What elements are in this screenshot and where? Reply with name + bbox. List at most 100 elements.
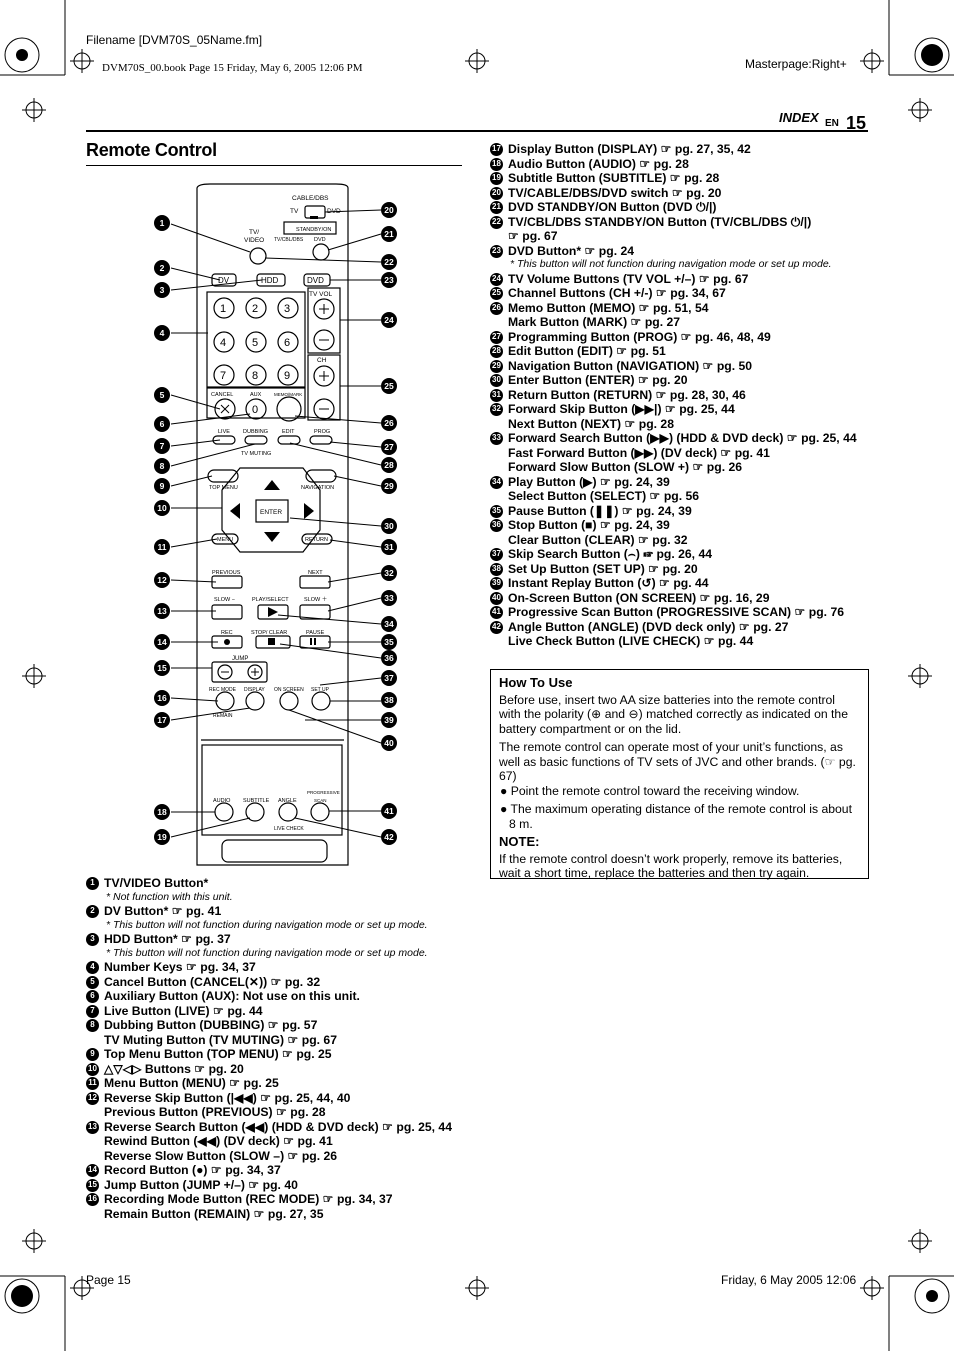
item-number-badge: 8 [86, 1019, 99, 1032]
item-number-badge: 36 [490, 519, 503, 532]
item-number-badge: 31 [490, 388, 503, 402]
item-text: Navigation Button (NAVIGATION) ☞ pg. 50 [508, 358, 753, 373]
callout-33: 33 [381, 590, 397, 606]
key-4: 4 [220, 337, 226, 349]
callout-38: 38 [381, 692, 397, 708]
item-number-badge: 10 [86, 1062, 99, 1076]
list-item: 6 Auxiliary Button (AUX): Not use on this… [86, 989, 464, 1004]
item-text: Reverse Skip Button (|◀◀) ☞ pg. 25, 44, … [104, 1090, 351, 1105]
item-text: Jump Button (JUMP +/–) ☞ pg. 40 [104, 1177, 298, 1192]
item-number-badge: 25 [490, 287, 503, 300]
masterpage-label: Masterpage:Right+ [745, 57, 847, 71]
callout-24: 24 [381, 312, 397, 328]
lbl-rec: REC [221, 630, 233, 636]
item-number-badge: 42 [490, 620, 503, 634]
item-number-badge: 28 [490, 345, 503, 358]
item-text: Recording Mode Button (REC MODE) ☞ pg. 3… [104, 1192, 393, 1206]
item-text: Auxiliary Button (AUX): Not use on this … [104, 989, 360, 1003]
item-number-badge: 9 [86, 1048, 99, 1061]
header-rule [86, 130, 868, 132]
item-number-badge: 3 [86, 933, 99, 946]
callout-22: 22 [381, 254, 397, 270]
item-line2: Fast Forward Button (▶▶) (DV deck) ☞ pg.… [508, 445, 770, 460]
lbl-edit: EDIT [282, 429, 295, 435]
lbl-live-check: LIVE CHECK [274, 826, 304, 832]
item-text: Programming Button (PROG) ☞ pg. 46, 48, … [508, 329, 771, 344]
item-text: Enter Button (ENTER) ☞ pg. 20 [508, 373, 688, 387]
item-note: * This button will not function during n… [106, 918, 428, 931]
lbl-enter: ENTER [260, 509, 282, 516]
callout-3: 3 [154, 282, 170, 298]
lbl-cable-dbs: CABLE/DBS [292, 195, 329, 202]
item-line2: TV Muting Button (TV MUTING) ☞ pg. 67 [104, 1032, 337, 1047]
item-line2: Previous Button (PREVIOUS) ☞ pg. 28 [104, 1105, 326, 1119]
lbl-remain: REMAIN [213, 713, 233, 719]
item-text: Dubbing Button (DUBBING) ☞ pg. 57 [104, 1018, 318, 1032]
item-line3: Reverse Slow Button (SLOW –) ☞ pg. 26 [104, 1148, 338, 1163]
item-text: Record Button (●) ☞ pg. 34, 37 [104, 1163, 281, 1177]
lbl-tv-video: TV/ [249, 229, 259, 236]
item-text: Return Button (RETURN) ☞ pg. 28, 30, 46 [508, 387, 746, 402]
lbl-progressive: PROGRESSIVE [307, 790, 340, 795]
section-label: INDEX [779, 110, 819, 125]
how-to-use-bullet-1: ● Point the remote control toward the re… [500, 783, 800, 798]
item-line2: Rewind Button (◀◀) (DV deck) ☞ pg. 41 [104, 1134, 333, 1148]
item-number-badge: 24 [490, 272, 503, 286]
item-text: Angle Button (ANGLE) (DVD deck only) ☞ p… [508, 619, 789, 634]
callout-23: 23 [381, 272, 397, 288]
item-number-badge: 23 [490, 244, 503, 258]
item-text: Forward Skip Button (▶▶|) ☞ pg. 25, 44 [508, 402, 735, 416]
lbl-jump: JUMP [232, 656, 248, 662]
lbl-dvd: DVD [307, 276, 324, 285]
item-text: HDD Button* ☞ pg. 37 [104, 932, 231, 946]
callout-41: 41 [381, 803, 397, 819]
item-number-badge: 34 [490, 475, 503, 489]
callout-42: 42 [381, 829, 397, 845]
page-title: Remote Control [86, 140, 217, 160]
item-text: Number Keys ☞ pg. 34, 37 [104, 960, 256, 974]
item-text: DVD Button* ☞ pg. 24 [508, 243, 635, 258]
lbl-cancel: CANCEL [211, 392, 233, 398]
item-text: △▽◁▷ Buttons ☞ pg. 20 [104, 1061, 244, 1076]
list-item: 10 △▽◁▷ Buttons ☞ pg. 20 [86, 1062, 464, 1077]
note-text: If the remote control doesn’t work prope… [499, 851, 843, 881]
item-text: TV/CABLE/DBS/DVD switch ☞ pg. 20 [508, 185, 722, 200]
callout-25: 25 [381, 378, 397, 394]
lbl-hdd: HDD [261, 276, 279, 285]
item-number-badge: 22 [490, 215, 503, 229]
lbl-pause: PAUSE [306, 630, 325, 636]
item-text: TV/VIDEO Button* [104, 876, 209, 890]
lbl-aux: AUX [250, 392, 262, 398]
item-number-badge: 6 [86, 990, 99, 1003]
callout-15: 15 [154, 660, 170, 676]
item-text: Instant Replay Button (↺) ☞ pg. 44 [508, 576, 709, 590]
lbl-navigation: NAVIGATION [301, 485, 334, 491]
lbl-audio: AUDIO [213, 798, 231, 804]
item-text: Edit Button (EDIT) ☞ pg. 51 [508, 344, 666, 358]
item-number-badge: 33 [490, 432, 503, 445]
lbl-on-screen: ON SCREEN [274, 687, 304, 693]
lbl-scan: SCAN [314, 798, 327, 803]
item-line2: Mark Button (MARK) ☞ pg. 27 [508, 315, 681, 329]
item-number-badge: 14 [86, 1164, 99, 1177]
item-text: Live Button (LIVE) ☞ pg. 44 [104, 1003, 263, 1018]
callout-5: 5 [154, 387, 170, 403]
lbl-tv-video-2: VIDEO [244, 237, 264, 244]
